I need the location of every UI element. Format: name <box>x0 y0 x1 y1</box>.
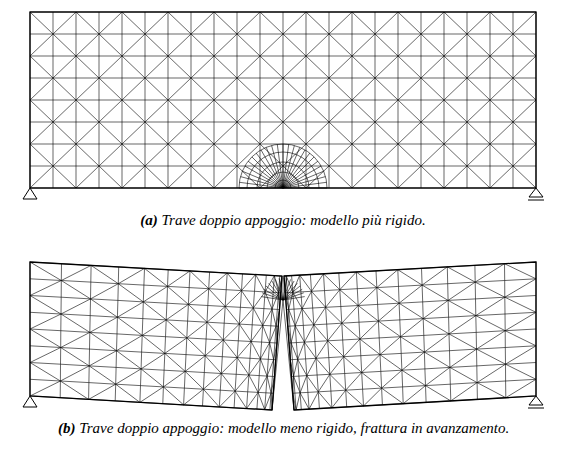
caption-tag: (a) <box>140 212 158 228</box>
roller-line <box>528 408 544 409</box>
pin-support <box>23 188 37 199</box>
roller-line <box>528 200 544 201</box>
mesh-refinement <box>239 144 327 188</box>
mesh-cracked <box>30 262 536 410</box>
caption-text: Trave doppio appoggio: modello meno rigi… <box>79 420 509 436</box>
roller-support <box>529 188 543 197</box>
pin-support <box>23 396 37 407</box>
roller-support <box>529 396 543 405</box>
mesh-lines <box>30 12 536 188</box>
mesh-stiff <box>30 12 536 188</box>
mesh-lines <box>284 262 536 410</box>
crack-refinement <box>261 278 304 410</box>
caption-text: Trave doppio appoggio: modello più rigid… <box>162 212 426 228</box>
beam-half-outline <box>30 262 282 410</box>
mesh-lines <box>30 262 282 410</box>
caption-tag: (b) <box>58 420 76 436</box>
beam-outline <box>30 12 536 188</box>
beam-half-outline <box>284 262 536 410</box>
figure-caption: (a) Trave doppio appoggio: modello più r… <box>0 210 566 231</box>
figure-caption: (b) Trave doppio appoggio: modello meno … <box>58 418 566 439</box>
